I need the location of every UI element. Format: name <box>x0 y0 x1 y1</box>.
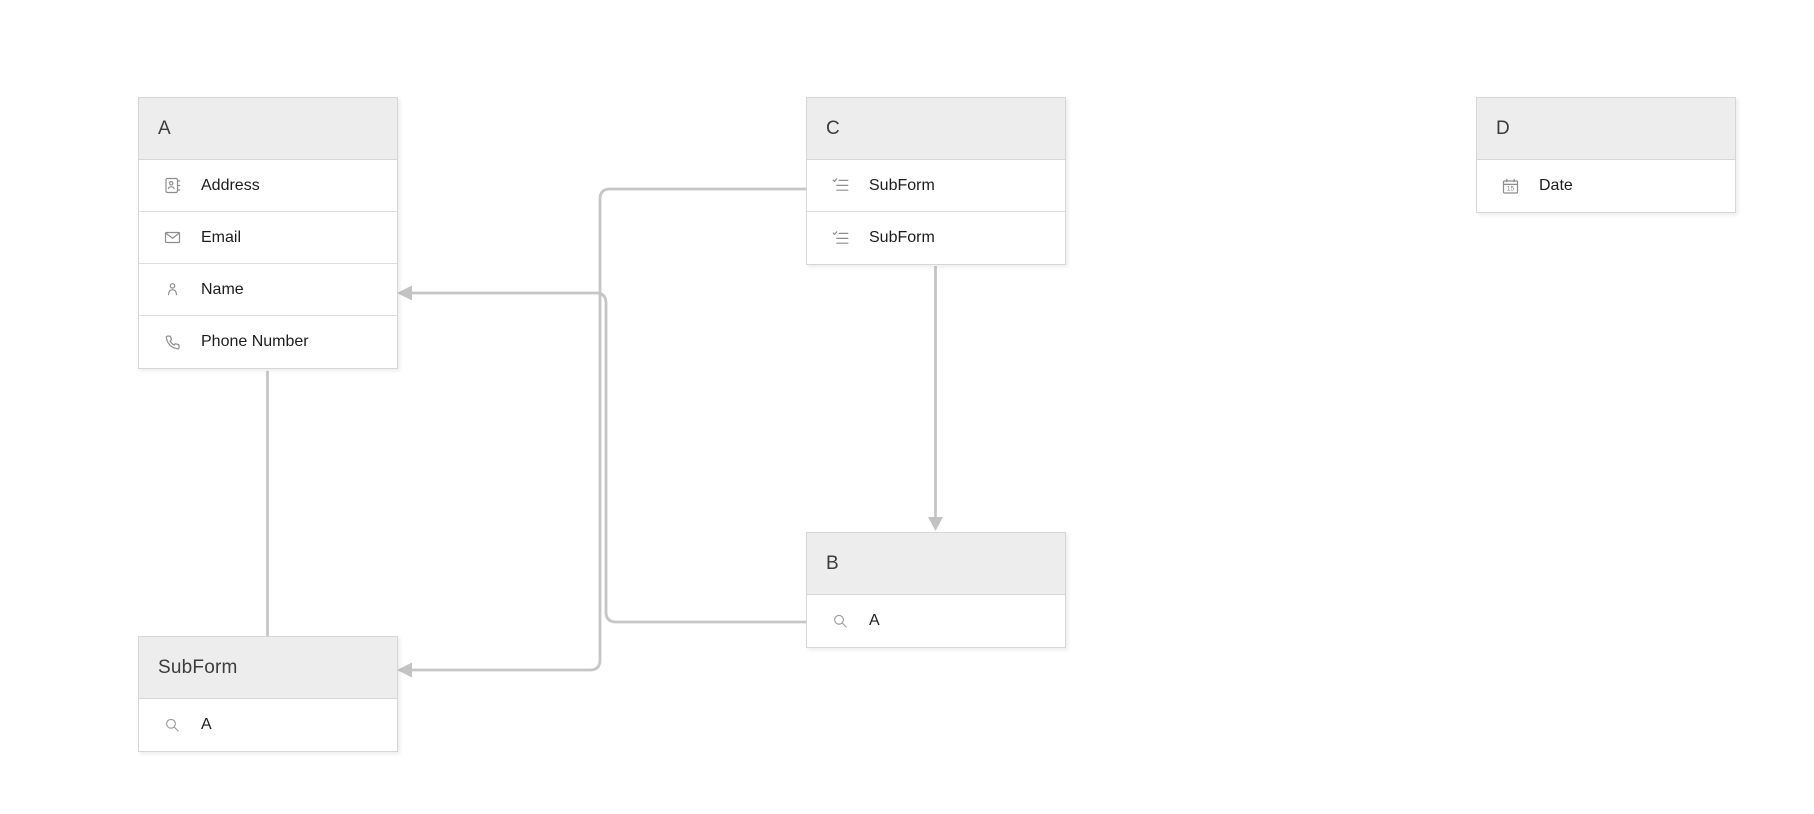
checklist-icon <box>832 177 849 194</box>
field-row-name[interactable]: Name <box>139 264 397 316</box>
field-label: SubForm <box>869 229 935 246</box>
field-label: Date <box>1539 177 1573 194</box>
connector-c-subform-to-subform <box>411 187 806 672</box>
arrowhead-to-b <box>928 517 943 531</box>
form-a-header[interactable]: A <box>139 98 397 160</box>
field-label: Phone Number <box>201 333 309 350</box>
form-title: C <box>826 117 840 139</box>
calendar-icon: 15 <box>1502 178 1519 195</box>
form-box-b[interactable]: B A <box>806 532 1066 648</box>
user-icon <box>164 281 181 298</box>
field-row-lookup-a[interactable]: A <box>139 699 397 751</box>
field-row-date[interactable]: 15 Date <box>1477 160 1735 212</box>
form-b-header[interactable]: B <box>807 533 1065 595</box>
form-title: D <box>1496 117 1510 139</box>
form-box-c[interactable]: C SubForm SubForm <box>806 97 1066 265</box>
form-box-d[interactable]: D 15 Date <box>1476 97 1736 213</box>
form-c-header[interactable]: C <box>807 98 1065 160</box>
field-label: A <box>869 612 880 629</box>
arrowhead-to-subform <box>397 662 412 678</box>
form-title: A <box>158 117 171 139</box>
form-title: SubForm <box>158 656 238 678</box>
field-label: SubForm <box>869 176 935 194</box>
phone-icon <box>164 334 181 351</box>
arrowhead-to-a-name <box>397 285 412 301</box>
form-box-subform[interactable]: SubForm A <box>138 636 398 752</box>
field-label: A <box>201 716 212 733</box>
checklist-icon <box>832 230 849 247</box>
field-row-phone-number[interactable]: Phone Number <box>139 316 397 368</box>
form-d-header[interactable]: D <box>1477 98 1735 160</box>
field-label: Name <box>201 280 244 298</box>
field-label: Address <box>201 176 260 194</box>
address-book-icon <box>164 177 181 194</box>
field-row-email[interactable]: Email <box>139 212 397 264</box>
field-row-subform-2[interactable]: SubForm <box>807 212 1065 264</box>
svg-text:15: 15 <box>1507 185 1515 192</box>
field-row-subform-1[interactable]: SubForm <box>807 160 1065 212</box>
form-box-a[interactable]: A Address Email Name Phone Number <box>138 97 398 369</box>
search-icon <box>832 613 849 630</box>
form-subform-header[interactable]: SubForm <box>139 637 397 699</box>
field-row-address[interactable]: Address <box>139 160 397 212</box>
form-title: B <box>826 552 839 574</box>
field-label: Email <box>201 228 242 246</box>
search-icon <box>164 717 181 734</box>
email-icon <box>164 229 181 246</box>
field-row-lookup-a[interactable]: A <box>807 595 1065 647</box>
connector-b-a-to-a-name <box>411 291 806 624</box>
